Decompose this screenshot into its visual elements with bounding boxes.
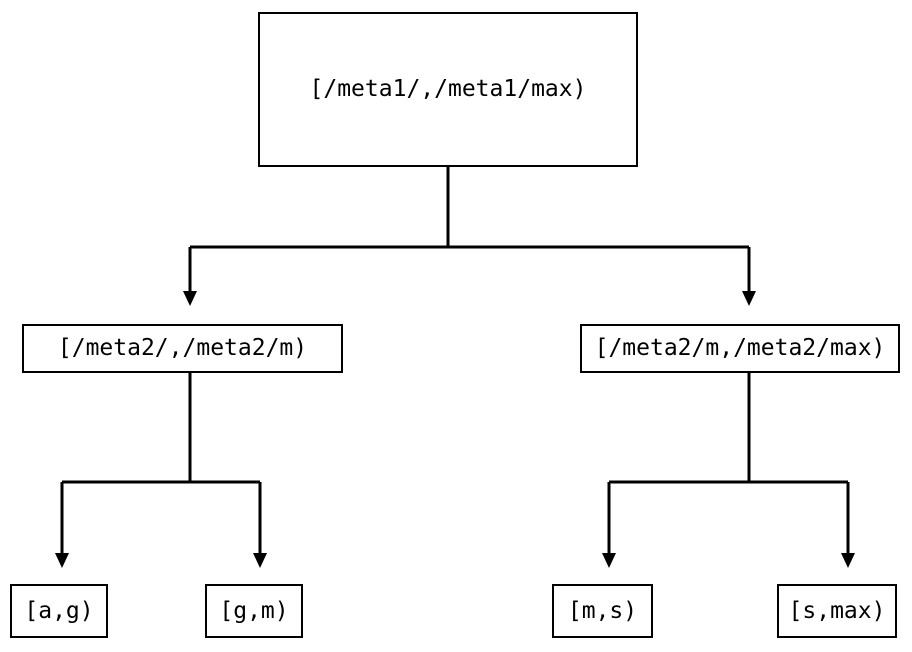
- node-leaf-m-s[interactable]: [m,s): [552, 584, 653, 638]
- arrowhead-to-leaf1: [55, 553, 69, 568]
- node-mid-left-label: [/meta2/,/meta2/m): [57, 335, 308, 361]
- node-root-label: [/meta1/,/meta1/max): [309, 76, 587, 102]
- arrowhead-to-leaf3: [602, 553, 616, 568]
- node-leaf-s-max-label: [s,max): [788, 597, 886, 624]
- node-leaf-s-max[interactable]: [s,max): [777, 584, 897, 638]
- node-mid-right[interactable]: [/meta2/m,/meta2/max): [580, 324, 900, 373]
- arrowhead-to-leaf4: [841, 553, 855, 568]
- arrowhead-to-leaf2: [253, 553, 267, 568]
- node-root[interactable]: [/meta1/,/meta1/max): [258, 12, 638, 167]
- node-leaf-g-m[interactable]: [g,m): [205, 584, 303, 638]
- node-leaf-a-g-label: [a,g): [24, 597, 94, 624]
- node-leaf-g-m-label: [g,m): [219, 597, 289, 624]
- node-mid-left[interactable]: [/meta2/,/meta2/m): [22, 324, 343, 373]
- node-mid-right-label: [/meta2/m,/meta2/max): [594, 335, 886, 361]
- node-leaf-a-g[interactable]: [a,g): [10, 584, 108, 638]
- arrowhead-to-mid-right: [742, 291, 756, 306]
- arrowhead-to-mid-left: [183, 291, 197, 306]
- node-leaf-m-s-label: [m,s): [567, 597, 638, 624]
